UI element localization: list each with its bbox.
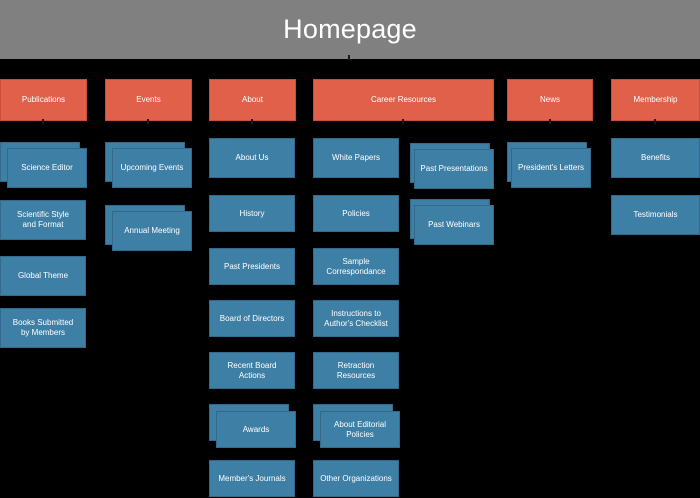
node-board-of-directors[interactable]: Board of Directors [209,300,295,337]
category-label: News [539,95,560,104]
connector-news [549,119,551,124]
node-label: Other Organizations [320,473,392,483]
node-sample-correspondance[interactable]: Sample Correspondance [313,248,399,285]
node-testimonials[interactable]: Testimonials [611,195,700,235]
node-about-us[interactable]: About Us [209,138,295,178]
connector-events [147,119,149,124]
connector-career-resources [402,119,404,124]
category-publications[interactable]: Publications [0,79,87,121]
node-policies[interactable]: Policies [313,195,399,232]
category-label: Career Resources [371,95,436,104]
node-label: Global Theme [17,271,69,280]
node-past-presentations[interactable]: Past Presentations [414,149,494,189]
category-events[interactable]: Events [105,79,192,121]
category-about[interactable]: About [209,79,296,121]
node-upcoming-events[interactable]: Upcoming Events [112,148,192,188]
node-label: Board of Directors [219,313,285,323]
node-label: Past Presidents [223,261,281,271]
node-label: Testimonials [633,210,678,219]
node-label: Instructions to Author's Checklist [324,308,388,328]
node-benefits[interactable]: Benefits [611,138,700,178]
node-label: Upcoming Events [120,163,184,172]
connector-publications [42,119,44,124]
root-connector-stub [348,55,350,60]
node-label: Scientific Style and Format [16,210,70,229]
page-title: Homepage [283,14,417,44]
node-label: Science Editor [21,163,73,172]
node-white-papers[interactable]: White Papers [313,138,399,178]
node-about-editorial-policies[interactable]: About Editorial Policies [320,411,400,448]
node-label: Recent Board Actions [227,360,277,380]
category-label: About [242,95,263,104]
node-presidents-letters[interactable]: President's Letters [511,148,591,188]
node-retraction-resources[interactable]: Retraction Resources [313,352,399,389]
category-label: Membership [633,95,678,104]
node-members-journals[interactable]: Member's Journals [209,460,295,497]
node-recent-board-actions[interactable]: Recent Board Actions [209,352,295,389]
category-news[interactable]: News [507,79,593,121]
node-scientific-style-and-format[interactable]: Scientific Style and Format [0,200,86,240]
connector-membership [654,119,656,124]
category-membership[interactable]: Membership [611,79,700,121]
node-label: Past Webinars [428,220,480,229]
node-awards[interactable]: Awards [216,411,296,448]
category-label: Events [136,95,161,104]
node-global-theme[interactable]: Global Theme [0,256,86,296]
homepage-root-node[interactable]: Homepage [0,0,700,59]
node-books-submitted-by-members[interactable]: Books Submitted by Members [0,308,86,348]
node-label: About Editorial Policies [333,419,387,439]
category-label: Publications [21,95,66,104]
node-label: Past Presentations [420,164,488,173]
node-label: Annual Meeting [124,226,180,235]
node-label: Benefits [641,153,670,162]
node-annual-meeting[interactable]: Annual Meeting [112,211,192,251]
node-label: Retraction Resources [336,360,376,380]
node-label: Member's Journals [218,473,286,483]
node-label: Awards [242,424,270,434]
node-label: About Us [235,153,269,162]
node-label: President's Letters [517,163,584,172]
category-career-resources[interactable]: Career Resources [313,79,494,121]
node-past-webinars[interactable]: Past Webinars [414,205,494,245]
node-label: White Papers [331,153,381,162]
node-label: Sample Correspondance [326,256,386,276]
node-label: Policies [342,208,370,218]
node-past-presidents[interactable]: Past Presidents [209,248,295,285]
node-science-editor[interactable]: Science Editor [7,148,87,188]
node-other-organizations[interactable]: Other Organizations [313,460,399,497]
node-label: Books Submitted by Members [12,318,74,337]
node-history[interactable]: History [209,195,295,232]
node-label: History [239,208,265,218]
connector-about [251,119,253,124]
node-instructions-to-authors-checklist[interactable]: Instructions to Author's Checklist [313,300,399,337]
